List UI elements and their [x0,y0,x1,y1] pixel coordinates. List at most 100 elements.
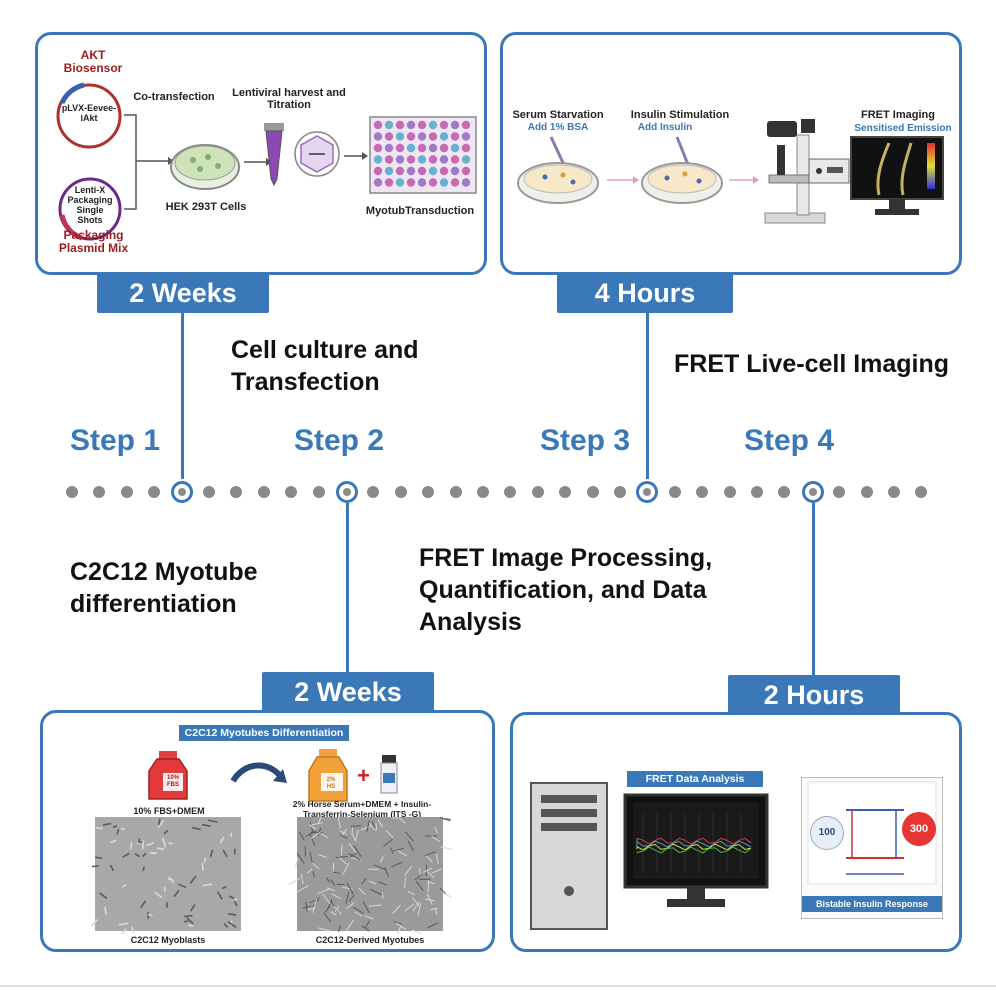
differentiation-header: C2C12 Myotubes Differentiation [179,725,349,741]
fret-imaging-label: FRET Imaging [861,109,935,121]
timeline-dot [833,486,846,498]
timeline-dot [394,486,407,498]
timeline-dot [751,486,763,498]
plus-icon: + [357,763,370,788]
bottom-rule [0,985,996,987]
vial-icon [380,755,398,794]
timeline-dot [614,486,626,498]
timeline-dot [559,486,572,498]
timeline-dot [915,486,928,498]
panel-data-analysis: FRET Data Analysis 100 300 Bistable Insu… [510,712,962,952]
timeline-dot [477,486,489,498]
connector-line [646,313,649,479]
timeline-node [802,481,824,503]
step-2-label: Step 2 [294,424,385,457]
timeline-dot [449,486,462,498]
low-state-badge: 100 [810,816,844,850]
panel-fret-imaging: Serum Starvation Add 1% BSA Insulin Stim… [500,32,962,275]
timeline-dot [285,486,298,498]
flask-fbs-icon [148,751,188,800]
plasmid-packaging-icon [58,177,122,241]
well-plate-icon [369,116,477,194]
medium-fbs-label: 10% FBS+DMEM [133,806,205,816]
timeline-dot [696,486,709,498]
petri-dish-icon [170,144,240,190]
myotubes-micrograph [288,816,453,935]
duration-tag-step1: 2 Weeks [97,273,269,313]
hek-label: HEK 293T Cells [165,201,247,213]
harvest-label: Lentiviral harvest and Titration [232,87,346,111]
arrow-icon [344,152,368,160]
high-state-badge: 300 [902,812,936,846]
timeline-dot [778,486,791,498]
data-analysis-header: FRET Data Analysis [627,771,763,787]
timeline-dot [531,486,544,498]
timeline-dot [93,486,106,498]
insulin-stimulation-label: Insulin Stimulation [630,109,730,121]
timeline-dot [422,486,435,498]
sensitised-emission-label: Sensitised Emission [854,123,952,134]
title-cell-culture: Cell culture and Transfection [231,336,419,396]
connector-line [181,313,184,479]
timeline-dot [504,486,517,498]
tube-icon [264,123,284,187]
curved-arrow-icon [230,762,287,783]
response-figure: 100 300 Bistable Insulin Response [801,777,943,919]
timeline-node [636,481,658,503]
petri-dish-icon [641,136,723,204]
timeline-dot [888,486,900,498]
petri-dish-icon [517,136,599,204]
flask-hs-label: 2% HS [326,777,336,790]
plasmid-eevee-label: pLVX-Eevee- iAkt [61,103,117,123]
add-bsa-label: Add 1% BSA [527,122,589,133]
flask-fbs-label: 10% FBS [166,775,179,788]
packaging-plasmid-label: Packaging Plasmid Mix [58,228,129,255]
cotransfection-label: Co-transfection [133,91,215,103]
timeline-dot [257,486,270,498]
timeline-dot [203,486,215,498]
step-4-label: Step 4 [744,424,835,457]
bracket-arrow-icon [124,114,174,210]
computer-tower-icon [530,782,608,930]
monitor-icon [623,793,769,907]
duration-tag-step3: 4 Hours [557,273,733,313]
duration-tag-step2: 2 Weeks [262,672,434,712]
step-1-label: Step 1 [70,424,161,457]
flask-hs-icon [308,749,348,802]
duration-tag-step4: 2 Hours [728,675,900,715]
panel-cell-culture: AKT Biosensor pLVX-Eevee- iAkt Lenti-X P… [35,32,487,275]
title-fret-live-cell: FRET Live-cell Imaging [674,350,950,378]
add-insulin-label: Add Insulin [637,122,693,133]
serum-starvation-label: Serum Starvation [512,109,604,121]
biosensor-label: AKT Biosensor [63,48,123,75]
myotube-transduction-label: MyotubTransduction [365,205,475,217]
arrow-icon [729,176,759,184]
timeline-dot [230,486,243,498]
timeline-dot [723,486,736,498]
timeline-dot [586,486,599,498]
arrow-icon [607,176,639,184]
timeline-dot [120,486,133,498]
myoblasts-caption: C2C12 Myoblasts [130,935,206,945]
timeline-node [171,481,193,503]
microscope-icon [764,119,850,224]
timeline-dot [312,486,325,498]
panel-myotube-differentiation: C2C12 Myotubes Differentiation 10% FBS 1… [40,710,495,952]
title-myotube-differentiation: C2C12 Myotube differentiation [70,558,258,618]
virus-icon [294,131,340,177]
timeline-dot [66,486,78,498]
medium-hs-label: 2% Horse Serum+DMEM + Insulin- Transferr… [292,799,432,819]
plasmid-eevee-icon [56,82,122,149]
connector-line [812,503,815,675]
title-fret-processing: FRET Image Processing, Quantification, a… [419,544,713,636]
timeline-dot [860,486,873,498]
plasmid-packaging-label: Lenti-X Packaging Single Shots [67,185,113,225]
monitor-icon [850,136,944,215]
myoblasts-micrograph [90,817,241,935]
timeline-dot [367,486,380,498]
myotubes-caption: C2C12-Derived Myotubes [315,935,425,945]
timeline-dot [148,486,161,498]
connector-line [346,503,349,675]
timeline-node [336,481,358,503]
step-3-label: Step 3 [540,424,631,457]
